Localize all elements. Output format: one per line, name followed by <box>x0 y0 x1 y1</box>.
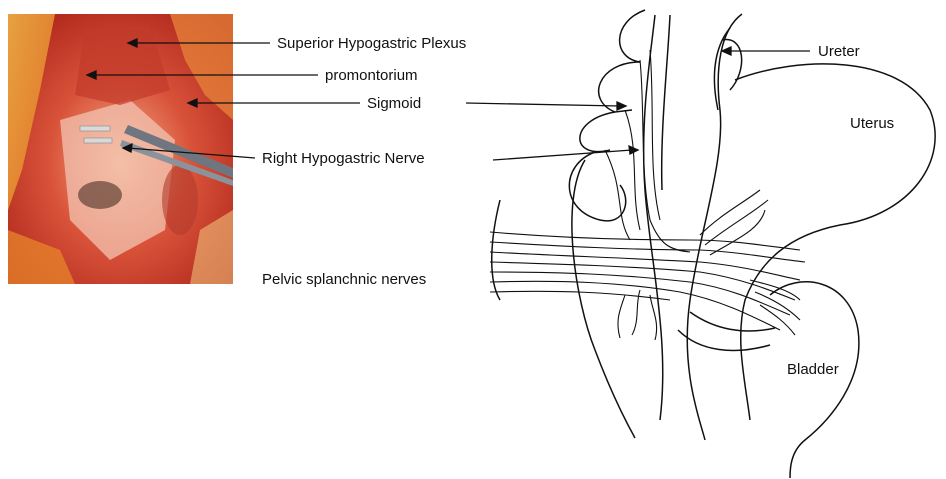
label-uterus: Uterus <box>850 116 894 131</box>
label-pelvic-splanchnic-nerves: Pelvic splanchnic nerves <box>262 272 426 287</box>
label-sigmoid: Sigmoid <box>367 96 421 111</box>
label-superior-hypogastric-plexus: Superior Hypogastric Plexus <box>277 36 466 51</box>
photo-frame <box>8 14 233 284</box>
label-ureter: Ureter <box>818 44 860 59</box>
label-promontorium: promontorium <box>325 68 418 83</box>
nerve-fibers <box>490 50 805 340</box>
label-right-hypogastric-nerve: Right Hypogastric Nerve <box>262 151 425 166</box>
anatomy-drawing <box>492 10 935 478</box>
label-bladder: Bladder <box>787 362 839 377</box>
drawing-label-arrows <box>466 47 810 160</box>
